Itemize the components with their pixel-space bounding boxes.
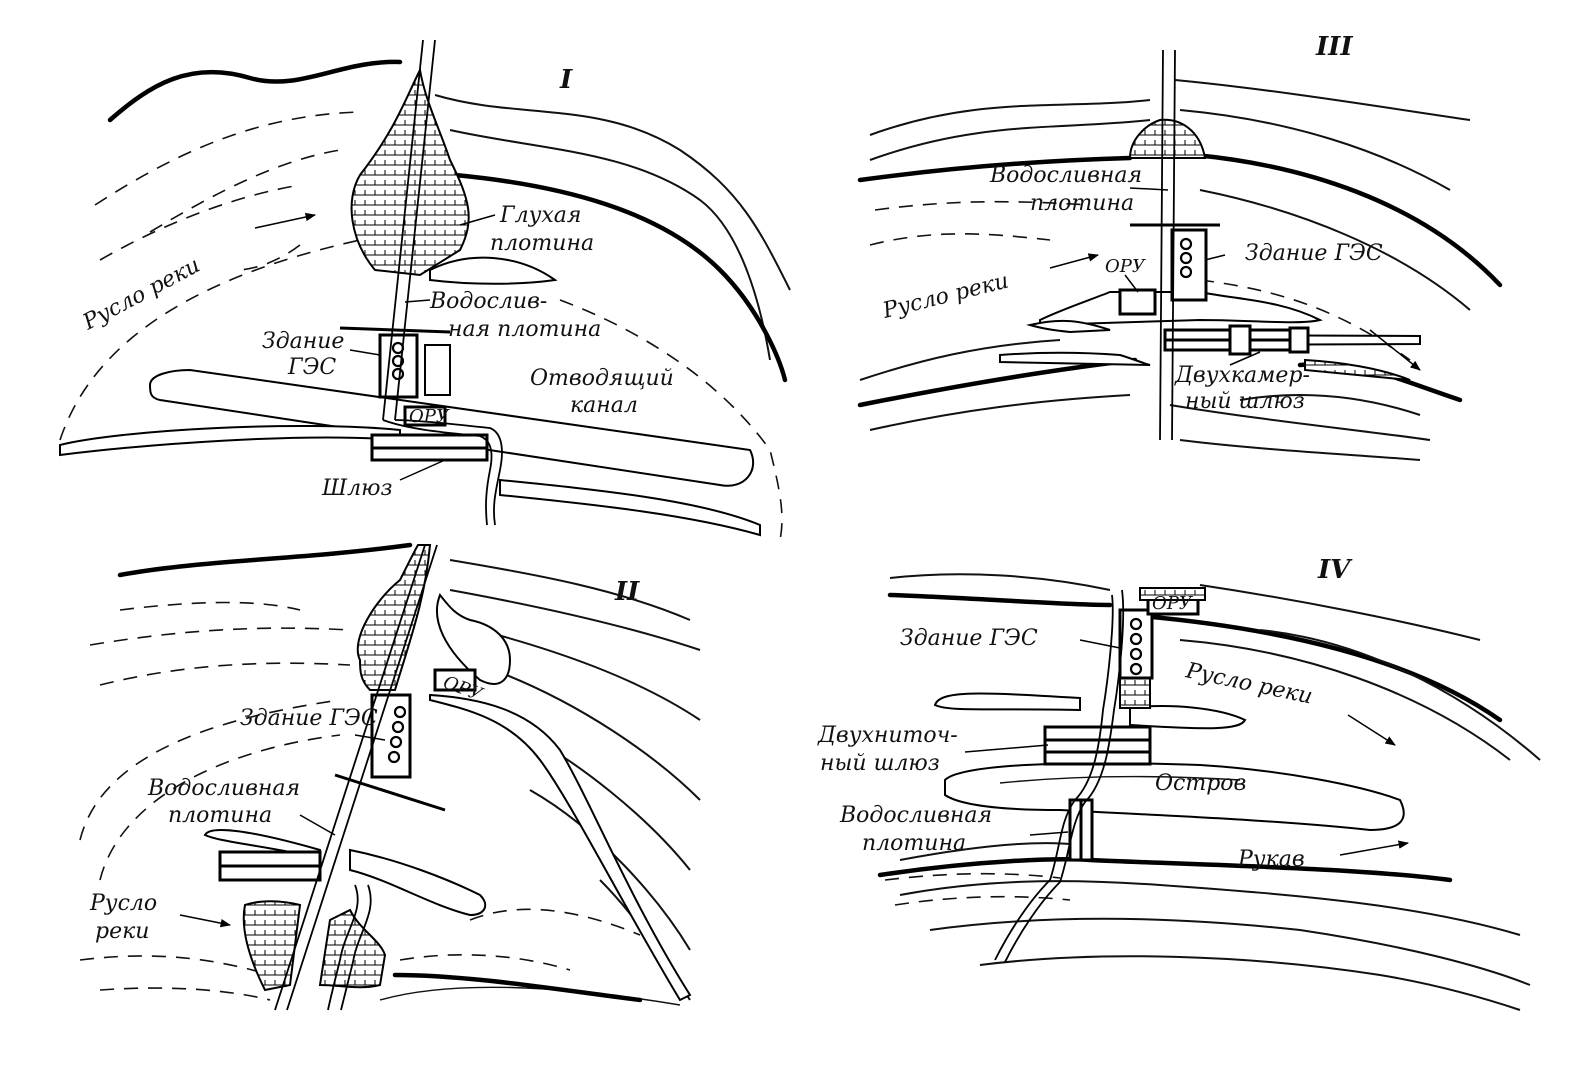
panel-iv-spillway-label-2: плотина — [862, 831, 966, 856]
panel-ii: II ОРУ Здание ГЭС Водосливная плотина Ру… — [79, 542, 701, 1011]
panel-ii-arrows — [179, 734, 386, 928]
panel-i-tailrace-label-2: канал — [570, 393, 638, 418]
panel-ii-structures — [203, 544, 692, 1011]
panel-iv-powerhouse-label: Здание ГЭС — [900, 626, 1038, 651]
panel-iv-contours — [877, 573, 1541, 1011]
panel-iv-lock-label-2: ный шлюз — [820, 751, 940, 776]
panel-iv-structures — [933, 587, 1405, 963]
panel-i-river-bed-label: Русло реки — [78, 253, 204, 336]
panel-ii-numeral: II — [614, 577, 640, 607]
panel-ii-spillway-label-1: Водосливная — [147, 776, 300, 801]
panel-iv: IV ОРУ Здание ГЭС Русло реки Двухниточ- … — [817, 555, 1541, 1011]
panel-iv-numeral: IV — [1317, 555, 1353, 585]
panel-iv-spillway-label-1: Водосливная — [839, 803, 992, 828]
panel-iii-numeral: III — [1315, 32, 1353, 62]
panel-i: I Русло реки Глухая плотина Водослив- на… — [59, 39, 791, 541]
panel-i-blind-dam-label-2: плотина — [490, 231, 594, 256]
panel-iv-branch-label: Рукав — [1237, 847, 1305, 872]
panel-iii-lock-label-2: ный шлюз — [1185, 389, 1305, 414]
panel-i-tailrace-label-1: Отводящий — [530, 366, 674, 391]
panel-i-lock-label: Шлюз — [321, 476, 392, 501]
panel-iii-arrows — [1049, 187, 1421, 371]
panel-ii-powerhouse — [370, 693, 412, 779]
panel-iv-lock-label-1: Двухниточ- — [817, 723, 958, 748]
panel-iii-structures — [999, 49, 1421, 441]
panel-i-powerhouse-label-2: ГЭС — [287, 355, 336, 380]
panel-iv-island-label: Остров — [1155, 771, 1246, 796]
panel-iii-spillway-label-1: Водосливная — [989, 163, 1142, 188]
panel-i-blind-dam-label-1: Глухая — [499, 203, 581, 228]
panel-i-powerhouse-label-1: Здание — [262, 329, 344, 354]
panel-ii-river-bed-label-2: реки — [95, 919, 149, 944]
panel-ii-spillway-label-2: плотина — [168, 803, 272, 828]
panel-i-contours — [59, 59, 791, 541]
panel-iv-river-bed-label: Русло реки — [1183, 658, 1315, 709]
panel-iii: III Водосливная плотина Здание ГЭС ОРУ Р… — [857, 32, 1503, 461]
panel-i-spillway-label-2: ная плотина — [448, 317, 601, 342]
panel-i-arrows — [254, 212, 496, 481]
panel-i-spillway-label-1: Водослив- — [429, 289, 547, 314]
panel-ii-river-bed-label-1: Русло — [89, 891, 157, 916]
panel-iv-arrows — [964, 639, 1410, 856]
panel-i-structures — [59, 39, 761, 537]
panel-iii-powerhouse-label: Здание ГЭС — [1245, 241, 1383, 266]
panel-iii-switchyard-label: ОРУ — [1105, 256, 1147, 277]
panel-ii-switchyard — [433, 668, 477, 692]
panel-iii-lock-label-1: Двухкамер- — [1174, 363, 1310, 388]
panel-iv-switchyard-label: ОРУ — [1152, 593, 1194, 614]
panel-i-switchyard-label: ОРУ — [409, 406, 451, 427]
panel-iii-river-bed-label: Русло реки — [879, 268, 1011, 324]
panel-i-numeral: I — [559, 65, 573, 95]
panel-iii-spillway-label-2: плотина — [1030, 191, 1134, 216]
panel-ii-powerhouse-label: Здание ГЭС — [240, 706, 378, 731]
panel-iii-switchyard — [1118, 288, 1157, 316]
